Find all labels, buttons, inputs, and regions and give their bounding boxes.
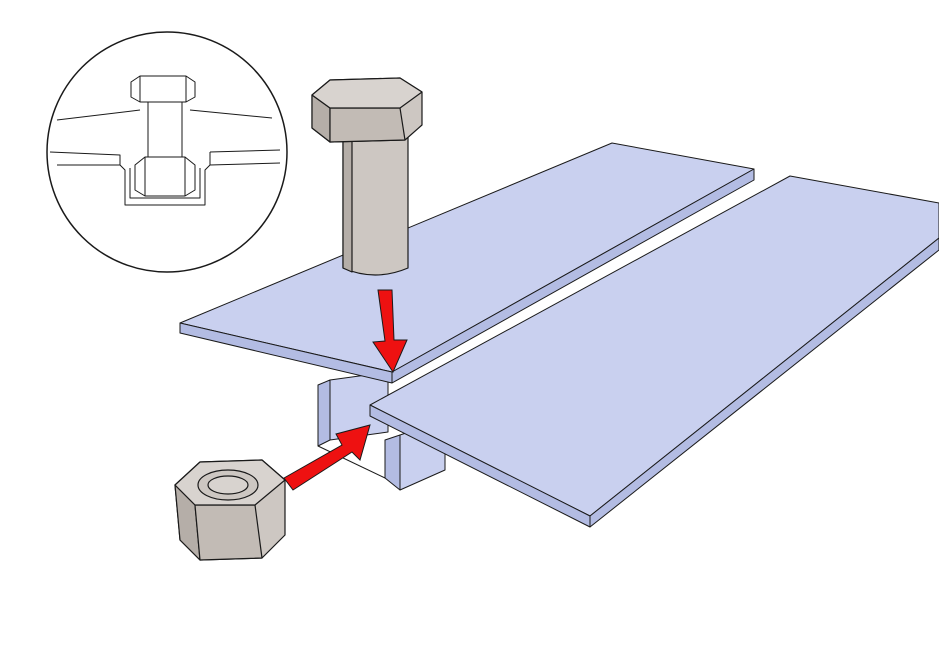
arrow-down-icon (372, 289, 408, 374)
t-slot-plate-left (179, 142, 755, 384)
nut (174, 459, 286, 561)
detail-inset (46, 31, 288, 273)
bolt (311, 77, 423, 276)
t-slot-plate-right (369, 175, 939, 528)
arrow-insert-icon (283, 424, 371, 491)
